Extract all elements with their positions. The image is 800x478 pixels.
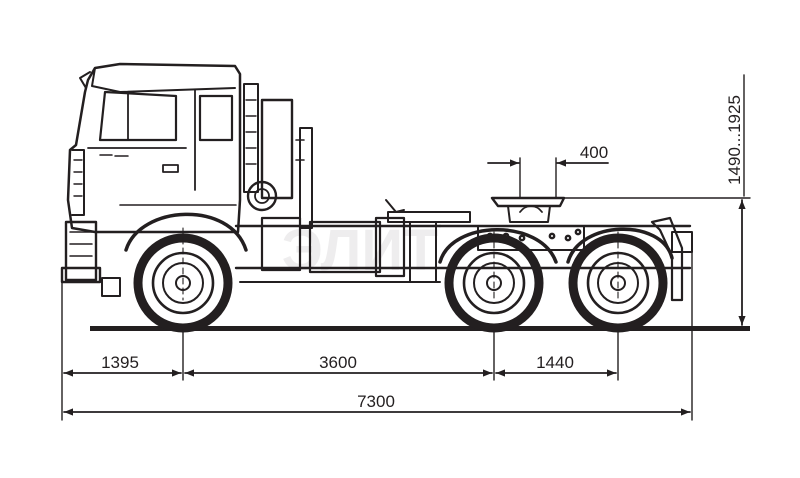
rear-wheel-arch-1 (438, 228, 558, 264)
label-front-overhang: 1395 (101, 353, 139, 372)
label-wheelbase-front: 3600 (319, 353, 357, 372)
rear-wheel-arch-2 (566, 227, 674, 264)
label-overall-length: 7300 (357, 392, 395, 411)
front-bumper (60, 220, 121, 297)
label-fifth-wheel-height: 1490...1925 (725, 95, 744, 185)
cab (66, 62, 242, 234)
label-fifth-wheel-offset: 400 (580, 143, 608, 162)
air-intake (243, 83, 313, 229)
fuel-tanks (260, 199, 471, 283)
label-wheelbase-rear: 1440 (536, 353, 574, 372)
ground-line (90, 326, 750, 331)
axle-centerlines (182, 227, 619, 301)
front-wheel-arch (124, 212, 248, 252)
extension-lines (61, 74, 751, 421)
watermark: ЭЛИТ (282, 218, 439, 283)
